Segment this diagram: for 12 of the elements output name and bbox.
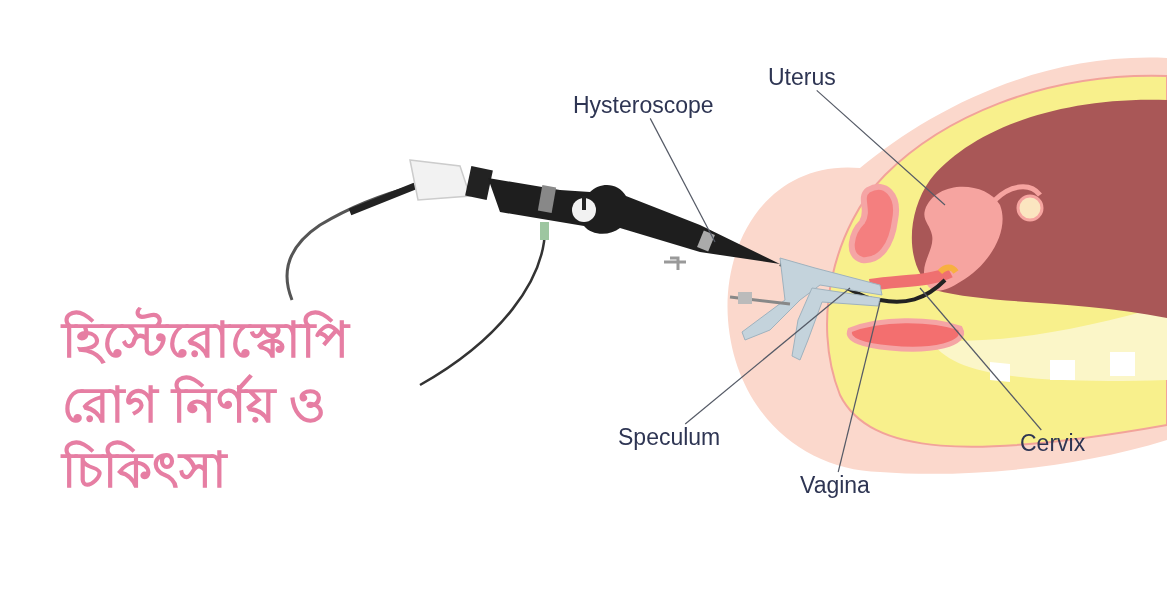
leader-line: [837, 301, 881, 473]
part-label: Vagina: [800, 472, 870, 499]
leader-line: [649, 117, 716, 243]
anatomy-drawing: [727, 57, 1167, 474]
leader-line: [816, 89, 946, 206]
part-label: Hysteroscope: [573, 92, 714, 119]
part-label: Uterus: [768, 64, 836, 91]
part-label: Speculum: [618, 424, 721, 451]
part-label: Cervix: [1020, 430, 1086, 457]
leader-line: [919, 287, 1042, 431]
title: হিস্টেরোস্কোপি রোগ নির্ণয় ও চিকিৎসা: [62, 308, 442, 503]
speculum-drawing: [729, 257, 883, 361]
